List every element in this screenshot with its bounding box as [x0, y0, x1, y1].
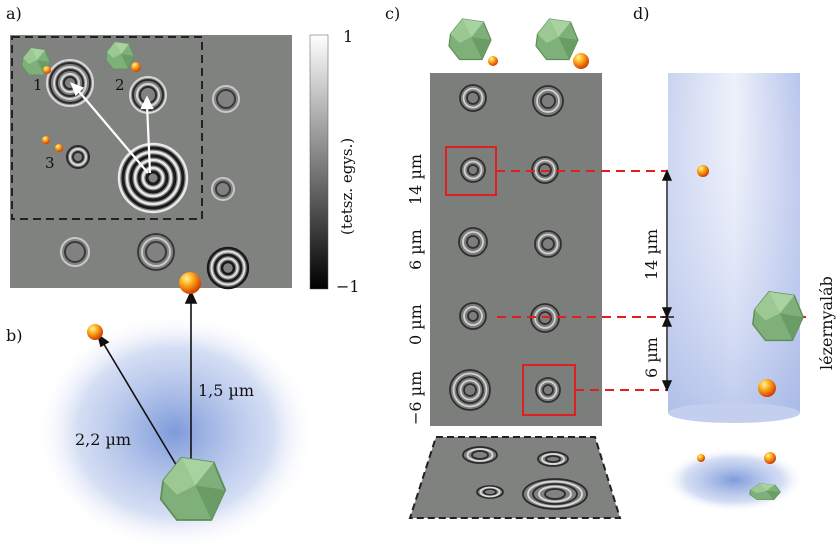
diffraction-rings-a	[46, 59, 250, 290]
beam-bottom	[668, 403, 800, 423]
sphere-icon	[764, 452, 776, 464]
spacing-label-bottom: 6 µm	[642, 337, 661, 378]
distance-label-2: 1,5 µm	[198, 381, 254, 400]
sphere-icon	[42, 136, 50, 144]
sphere-icon	[758, 379, 776, 397]
depth-label: −6 µm	[406, 371, 425, 425]
depth-label: 6 µm	[406, 229, 425, 270]
spacing-arrows	[661, 169, 673, 392]
sphere-icon	[697, 454, 705, 462]
sphere-icon	[488, 56, 498, 66]
displacement-arrows	[70, 82, 154, 174]
spacing-label-top: 14 µm	[642, 229, 661, 280]
sphere-icon	[573, 53, 589, 69]
beam-label: lézernyaláb	[817, 276, 836, 370]
crystal-icon	[448, 18, 492, 61]
particle-label-2: 2	[115, 76, 125, 94]
perspective-rings	[462, 446, 588, 510]
sphere-icon	[131, 62, 141, 72]
sphere-icon	[179, 272, 201, 294]
panel-d-label: d)	[633, 4, 649, 23]
depth-label: 0 µm	[406, 304, 425, 345]
colorbar-min: −1	[336, 277, 360, 296]
panel-a-label: a)	[6, 4, 22, 23]
sphere-icon	[87, 324, 103, 340]
sphere-icon	[43, 66, 51, 74]
particle-label-3: 3	[45, 154, 55, 172]
hologram-perspective	[408, 436, 622, 519]
projection-glow	[664, 448, 804, 512]
distance-label-1: 2,2 µm	[75, 430, 131, 449]
panel-c-label: c)	[385, 4, 400, 23]
laser-beam-shade	[668, 73, 800, 413]
colorbar-caption: (tetsz. egys.)	[338, 138, 356, 235]
hologram-stack	[430, 73, 602, 426]
sphere-icon	[697, 165, 709, 177]
depth-label: 14 µm	[406, 154, 425, 205]
colorbar	[309, 34, 329, 290]
zoom-region-frame	[11, 36, 203, 220]
crystal-icon	[535, 18, 579, 61]
panel-b-label: b)	[6, 326, 22, 345]
sphere-icon	[55, 144, 63, 152]
particle-label-1: 1	[33, 76, 43, 94]
colorbar-max: 1	[343, 27, 353, 46]
focus-glow	[35, 312, 315, 549]
